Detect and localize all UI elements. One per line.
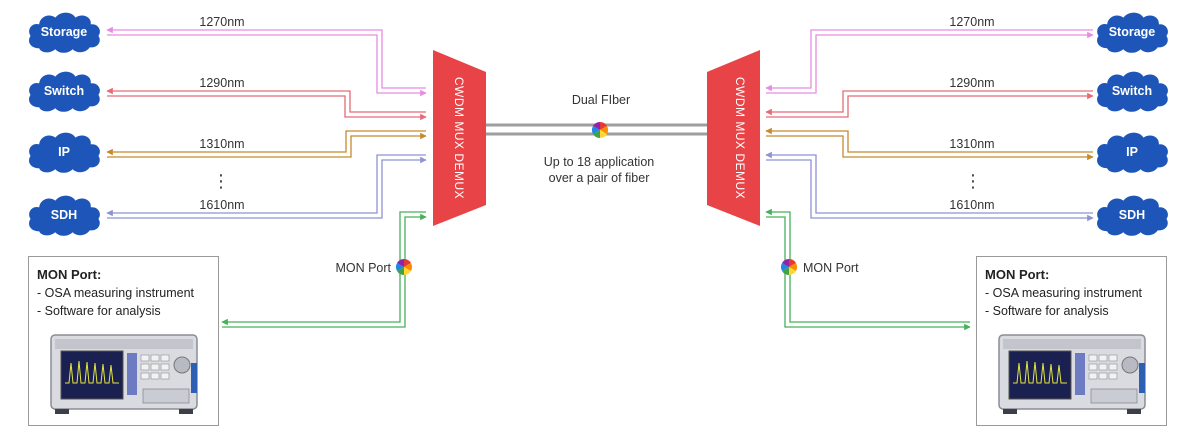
right-channel-1270 — [765, 29, 1094, 94]
left-mon-line — [221, 211, 427, 328]
right-mon-panel: MON Port: - OSA measuring instrument - S… — [976, 256, 1167, 426]
left-cloud-storage: Storage — [29, 12, 100, 53]
fiber-color-wheel-icon — [591, 122, 609, 138]
mon-panel-line1: - OSA measuring instrument — [37, 286, 195, 300]
right-cloud-switch: Switch — [1097, 71, 1168, 112]
left-wavelength-1610: 1610nm — [199, 198, 244, 212]
right-mux-label: CWDM MUX DEMUX — [733, 77, 747, 199]
cloud-label: IP — [58, 145, 70, 159]
cloud-label: Switch — [44, 84, 84, 98]
left-channel-1290 — [106, 87, 427, 121]
right-ellipsis: ⋮ — [964, 171, 982, 191]
mon-panel-line2: - Software for analysis — [37, 304, 161, 318]
cloud-label: Storage — [41, 25, 88, 39]
cloud-label: SDH — [51, 208, 77, 222]
left-wavelength-1270: 1270nm — [199, 15, 244, 29]
fiber-label: Dual FIber — [572, 93, 630, 107]
right-cloud-sdh: SDH — [1097, 195, 1168, 236]
left-mux-demux: CWDM MUX DEMUX — [433, 50, 486, 226]
right-wavelength-1610: 1610nm — [949, 198, 994, 212]
left-mon-color-wheel-icon — [395, 259, 413, 275]
cloud-label: Storage — [1109, 25, 1156, 39]
left-channel-1610 — [106, 154, 427, 219]
left-channel-1310 — [106, 130, 427, 158]
osa-instrument-icon — [997, 333, 1147, 415]
cloud-label: SDH — [1119, 208, 1145, 222]
right-wavelength-1290: 1290nm — [949, 76, 994, 90]
mon-panel-line1: - OSA measuring instrument — [985, 286, 1143, 300]
mon-panel-title: MON Port: — [985, 267, 1050, 282]
fiber-note-line2: over a pair of fiber — [549, 171, 650, 185]
cloud-label: Switch — [1112, 84, 1152, 98]
right-wavelength-1310: 1310nm — [949, 137, 994, 151]
right-mux-demux: CWDM MUX DEMUX — [707, 50, 760, 226]
mon-panel-title: MON Port: — [37, 267, 102, 282]
left-cloud-sdh: SDH — [29, 195, 100, 236]
mon-panel-line2: - Software for analysis — [985, 304, 1109, 318]
left-ellipsis: ⋮ — [212, 171, 230, 191]
left-cloud-switch: Switch — [29, 71, 100, 112]
fiber-note-line1: Up to 18 application — [544, 155, 655, 169]
right-channel-1310 — [765, 127, 1094, 161]
right-mon-port-label: MON Port — [803, 261, 859, 275]
right-mon-color-wheel-icon — [780, 259, 798, 275]
right-wavelength-1270: 1270nm — [949, 15, 994, 29]
right-channel-1290 — [765, 90, 1094, 118]
right-channel-1610 — [765, 151, 1094, 222]
right-cloud-ip: IP — [1097, 132, 1168, 173]
left-channel-1270 — [106, 26, 427, 97]
left-wavelength-1310: 1310nm — [199, 137, 244, 151]
cloud-label: IP — [1126, 145, 1138, 159]
left-wavelength-1290: 1290nm — [199, 76, 244, 90]
left-mux-label: CWDM MUX DEMUX — [452, 77, 466, 199]
left-mon-port-label: MON Port — [335, 261, 391, 275]
left-mon-panel: MON Port: - OSA measuring instrument - S… — [28, 256, 219, 426]
osa-instrument-icon — [49, 333, 199, 415]
right-cloud-storage: Storage — [1097, 12, 1168, 53]
left-cloud-ip: IP — [29, 132, 100, 173]
